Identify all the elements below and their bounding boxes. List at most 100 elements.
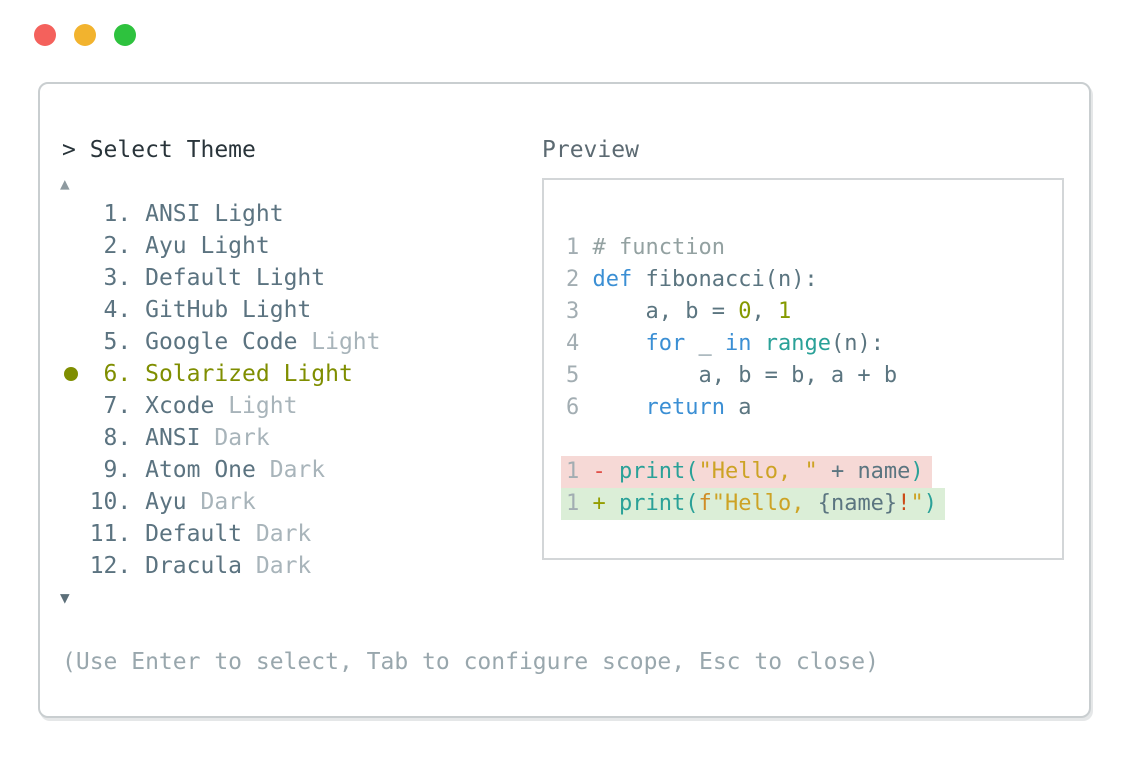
- code-token: [593, 395, 646, 420]
- theme-item-variant: Light: [283, 361, 353, 387]
- code-token: def: [592, 267, 633, 292]
- code-token: [593, 331, 646, 356]
- scroll-down-indicator[interactable]: ▼: [60, 588, 70, 607]
- theme-list-item[interactable]: 4. GitHub Light: [62, 294, 381, 326]
- theme-list-item[interactable]: 2. Ayu Light: [62, 230, 381, 262]
- theme-item-name: Default: [145, 265, 256, 291]
- theme-list-item[interactable]: 1. ANSI Light: [62, 198, 381, 230]
- code-token: range: [764, 331, 831, 356]
- theme-item-variant: Light: [311, 329, 381, 355]
- theme-list-item[interactable]: 5. Google Code Light: [62, 326, 381, 358]
- theme-item-number: 12.: [62, 553, 146, 579]
- code-token: 1: [566, 235, 593, 260]
- theme-item-name: Xcode: [145, 393, 229, 419]
- code-token: ): [910, 459, 924, 484]
- theme-item-variant: Light: [214, 201, 284, 227]
- code-token: for: [645, 331, 686, 356]
- code-token: print: [619, 459, 686, 484]
- theme-item-name: GitHub: [145, 297, 243, 323]
- theme-item-name: ANSI: [145, 425, 215, 451]
- code-token: {name}: [817, 491, 898, 516]
- theme-item-name: Ayu: [145, 233, 201, 259]
- code-token: ": [910, 491, 924, 516]
- code-token: 2: [566, 267, 593, 292]
- theme-list-item[interactable]: 10. Ayu Dark: [62, 486, 381, 518]
- theme-list-item[interactable]: 9. Atom One Dark: [62, 454, 381, 486]
- code-token: fibonacci(n):: [632, 267, 818, 292]
- code-token: 1: [566, 459, 593, 484]
- code-token: f: [698, 491, 712, 516]
- theme-item-number: 6.: [62, 361, 146, 387]
- code-line: 1 # function: [566, 232, 945, 264]
- diff-added-line: 1 + print(f"Hello, {name}!"): [561, 488, 945, 520]
- code-token: a: [724, 395, 752, 420]
- theme-item-number: 2.: [62, 233, 146, 259]
- code-line: 1 + print(f"Hello, {name}!"): [561, 488, 945, 520]
- selected-item-bullet-icon: [64, 367, 78, 381]
- code-line: 6 return a: [566, 392, 945, 424]
- window-controls: [34, 24, 136, 46]
- code-token: # function: [592, 235, 725, 260]
- code-token: return: [645, 395, 725, 420]
- theme-item-number: 8.: [62, 425, 146, 451]
- theme-item-name: ANSI: [145, 201, 215, 227]
- theme-list-item[interactable]: 7. Xcode Light: [62, 390, 381, 422]
- code-token: _: [685, 331, 725, 356]
- code-token: +: [592, 491, 619, 516]
- theme-item-variant: Light: [242, 297, 312, 323]
- theme-item-number: 10.: [62, 489, 146, 515]
- theme-list-item[interactable]: 6. Solarized Light: [62, 358, 381, 390]
- theme-item-name: Default: [145, 521, 256, 547]
- code-token: a, b =: [592, 299, 739, 324]
- code-token: ,: [751, 299, 778, 324]
- code-token: (: [685, 459, 699, 484]
- code-token: [751, 331, 764, 356]
- code-line: 4 for _ in range(n):: [566, 328, 945, 360]
- close-window-button[interactable]: [34, 24, 56, 46]
- code-token: (: [685, 491, 699, 516]
- theme-list-item[interactable]: 11. Default Dark: [62, 518, 381, 550]
- theme-item-number: 7.: [62, 393, 146, 419]
- minimize-window-button[interactable]: [74, 24, 96, 46]
- code-token: "Hello,: [711, 491, 818, 516]
- code-token: -: [592, 459, 619, 484]
- code-token: print: [619, 491, 686, 516]
- theme-item-name: Atom One: [145, 457, 270, 483]
- scroll-up-indicator[interactable]: ▲: [60, 174, 70, 193]
- code-token: 4: [566, 331, 593, 356]
- theme-item-number: 11.: [62, 521, 146, 547]
- theme-item-number: 3.: [62, 265, 146, 291]
- code-line: [566, 424, 945, 456]
- theme-item-variant: Dark: [255, 521, 312, 547]
- theme-item-variant: Light: [255, 265, 326, 291]
- code-token: + name: [817, 459, 911, 484]
- code-token: "Hello, ": [698, 459, 818, 484]
- code-line: 2 def fibonacci(n):: [566, 264, 945, 296]
- keyboard-hint: (Use Enter to select, Tab to configure s…: [62, 649, 879, 675]
- preview-label: Preview: [542, 137, 639, 163]
- theme-item-variant: Dark: [214, 425, 270, 451]
- code-token: !: [897, 491, 911, 516]
- code-token: ): [923, 491, 937, 516]
- theme-list-item[interactable]: 12. Dracula Dark: [62, 550, 381, 582]
- theme-item-number: 9.: [62, 457, 146, 483]
- zoom-window-button[interactable]: [114, 24, 136, 46]
- theme-item-name: Dracula: [145, 553, 256, 579]
- theme-item-variant: Dark: [269, 457, 326, 483]
- theme-list-item[interactable]: 3. Default Light: [62, 262, 381, 294]
- theme-item-variant: Light: [200, 233, 270, 259]
- theme-list-item[interactable]: 8. ANSI Dark: [62, 422, 381, 454]
- code-token: 5: [566, 363, 593, 388]
- code-token: 6: [566, 395, 593, 420]
- code-token: 3: [566, 299, 593, 324]
- theme-item-name: Google Code: [145, 329, 312, 355]
- theme-list: 1. ANSI Light 2. Ayu Light 3. Default Li…: [62, 198, 381, 582]
- theme-item-name: Ayu: [145, 489, 201, 515]
- theme-item-number: 5.: [62, 329, 146, 355]
- code-token: in: [724, 331, 752, 356]
- code-token: (n):: [830, 331, 884, 356]
- code-line: 5 a, b = b, a + b: [566, 360, 945, 392]
- code-token: a, b = b, a + b: [592, 363, 898, 388]
